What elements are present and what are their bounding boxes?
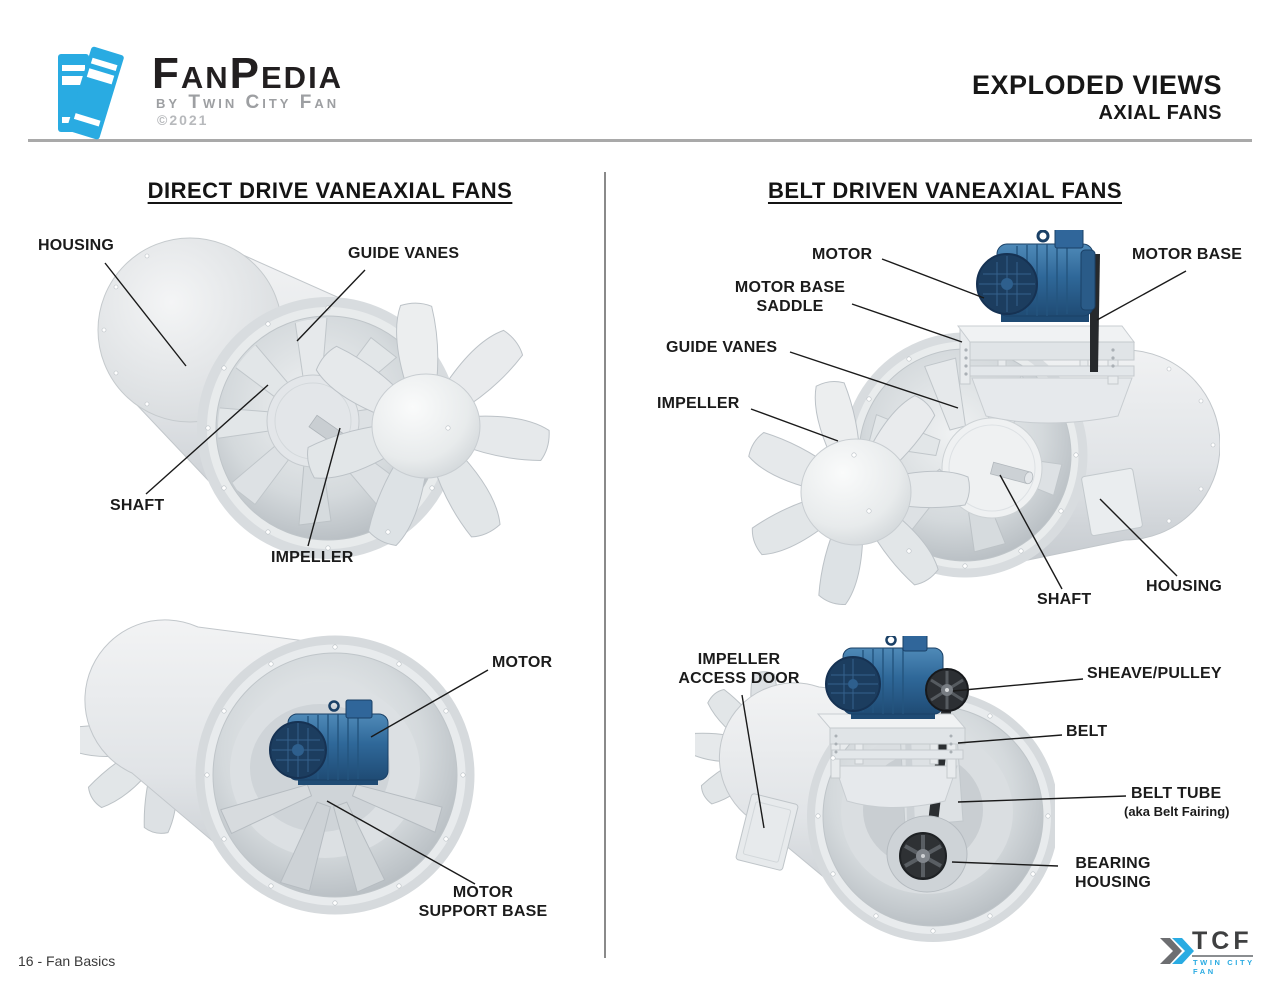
label-belt-tube: BELT TUBE — [1131, 785, 1222, 802]
bearing-housing — [886, 815, 968, 893]
tcf-chevrons-icon — [1160, 938, 1194, 964]
label-shaft-dd: SHAFT — [110, 497, 165, 514]
motor — [269, 699, 389, 785]
motor-base-saddle — [957, 325, 1135, 424]
label-impeller-access-door: IMPELLER ACCESS DOOR — [678, 651, 800, 687]
label-motor-bd: MOTOR — [812, 246, 873, 263]
brand-name: FanPedia — [152, 49, 344, 98]
label-motor-support-base: MOTOR SUPPORT BASE — [418, 884, 548, 920]
header-rule — [28, 139, 1252, 142]
label-guide-vanes-bd: GUIDE VANES — [666, 339, 778, 356]
column-divider — [604, 172, 606, 958]
label-motor-base-saddle: MOTOR BASE SADDLE — [734, 279, 846, 315]
label-shaft-bd: SHAFT — [1037, 591, 1092, 608]
label-impeller-bd: IMPELLER — [657, 395, 740, 412]
section-title-direct-drive: DIRECT DRIVE VANEAXIAL FANS — [147, 178, 513, 203]
page-number: 16 - Fan Basics — [18, 953, 116, 969]
section-title-belt-driven: BELT DRIVEN VANEAXIAL FANS — [767, 178, 1123, 203]
book-right — [67, 46, 124, 140]
label-motor-base: MOTOR BASE — [1132, 246, 1243, 263]
tcf-logo-subtext: Twin City Fan — [1193, 958, 1255, 976]
brand-copyright: ©2021 — [157, 112, 209, 128]
motor — [825, 636, 944, 719]
access-panel — [1081, 467, 1143, 537]
rim-bolts — [815, 713, 1051, 934]
exploded-impeller — [307, 302, 550, 547]
page-subtitle: AXIAL FANS — [1098, 102, 1222, 124]
direct-drive-fan-motor-illustration — [80, 619, 475, 915]
belt-driven-fan-belt-tube-illustration — [695, 636, 1055, 942]
label-motor-dd: MOTOR — [492, 654, 553, 671]
label-bearing-housing: BEARING HOUSING — [1074, 855, 1152, 891]
label-sheave-pulley: SHEAVE/PULLEY — [1087, 665, 1222, 682]
label-housing-dd: HOUSING — [38, 237, 115, 254]
label-guide-vanes-dd: GUIDE VANES — [348, 245, 460, 262]
label-belt-tube-note: (aka Belt Fairing) — [1124, 804, 1230, 819]
brand-byline: by Twin City Fan — [156, 92, 340, 113]
page-title: EXPLODED VIEWS — [971, 70, 1222, 100]
label-belt: BELT — [1066, 723, 1108, 740]
tcf-logo-text: TCF — [1192, 928, 1253, 958]
label-impeller-dd: IMPELLER — [271, 549, 354, 566]
direct-drive-fan-exploded-illustration — [97, 237, 550, 559]
sheave-pulley — [925, 668, 969, 712]
label-housing-bd: HOUSING — [1146, 578, 1223, 595]
fanpedia-books-icon — [58, 46, 124, 140]
motor — [976, 230, 1096, 322]
